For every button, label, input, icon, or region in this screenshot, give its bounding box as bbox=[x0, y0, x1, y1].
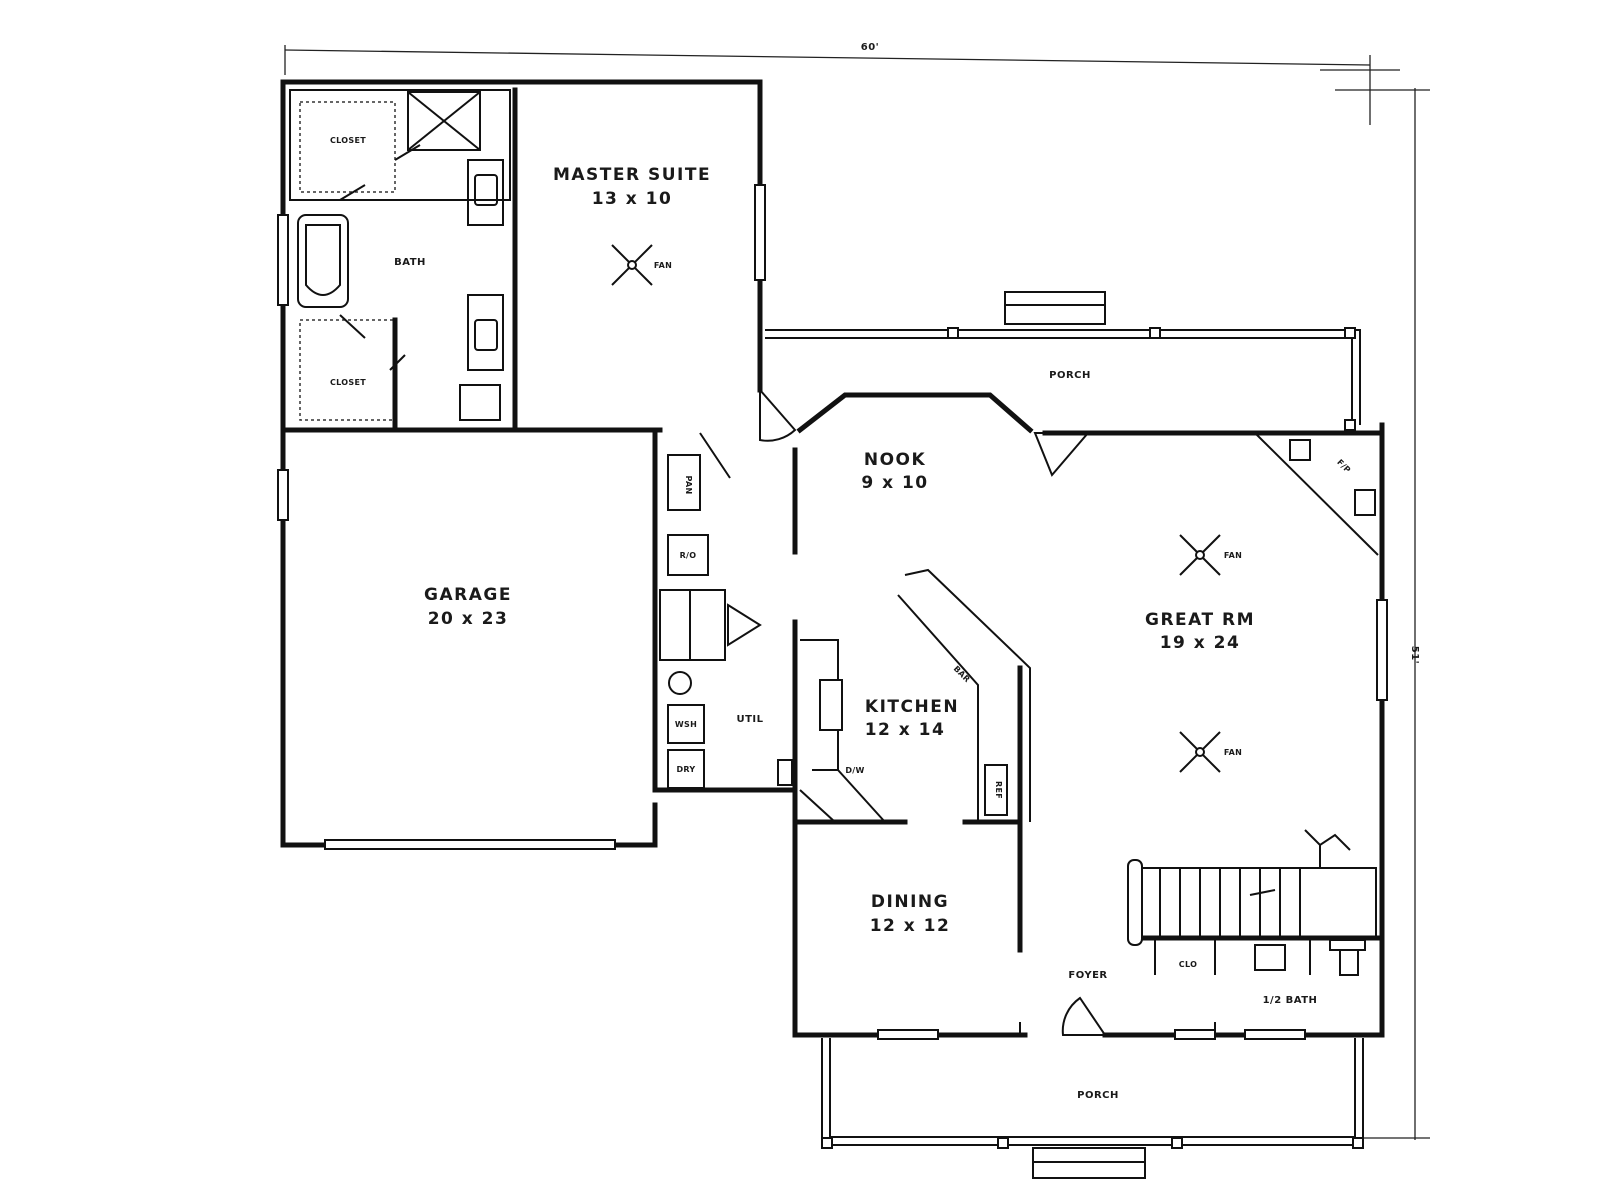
toilet bbox=[459, 384, 501, 421]
dishwasher-label: D/W bbox=[845, 766, 864, 775]
fan-label-great-1: FAN bbox=[1224, 551, 1242, 560]
util-label: UTIL bbox=[736, 714, 763, 725]
great-rm-label: GREAT RM bbox=[1145, 610, 1255, 630]
nook-label: NOOK bbox=[864, 450, 926, 470]
fireplace-label: F/P bbox=[1335, 458, 1352, 475]
door-swing-master bbox=[759, 387, 797, 442]
dimension-depth: 51' bbox=[1335, 88, 1430, 1140]
foyer-label: FOYER bbox=[1068, 970, 1107, 981]
bathtub bbox=[297, 214, 349, 308]
ceiling-fan-icon-great-2 bbox=[1179, 731, 1221, 773]
porch-back bbox=[765, 291, 1361, 431]
kitchen-size: 12 x 14 bbox=[865, 720, 946, 740]
vanity-top bbox=[467, 159, 504, 226]
dry-label: DRY bbox=[676, 765, 695, 774]
half-bath-label: 1/2 BATH bbox=[1263, 995, 1318, 1006]
porch-front bbox=[821, 1038, 1364, 1179]
fireplace bbox=[1254, 432, 1379, 556]
windows bbox=[277, 184, 1388, 1040]
closet-top-label: CLOSET bbox=[330, 136, 366, 145]
staircase bbox=[1127, 829, 1377, 946]
pantry-label: PAN bbox=[684, 476, 693, 495]
wash-label: WSH bbox=[675, 720, 697, 729]
bar-label: BAR bbox=[952, 664, 972, 684]
master-bath-fixtures bbox=[289, 89, 511, 433]
kitchen-label: KITCHEN bbox=[865, 697, 959, 717]
fan-label-master: FAN bbox=[654, 261, 672, 270]
garage-size: 20 x 23 bbox=[428, 609, 509, 629]
refrigerator-label: REF bbox=[994, 781, 1003, 799]
kitchen-counters bbox=[799, 568, 1031, 823]
closet-small-label: CLO bbox=[1179, 960, 1197, 969]
shower-stall bbox=[407, 91, 481, 151]
great-rm-size: 19 x 24 bbox=[1160, 633, 1241, 653]
ceiling-fan-icon-great-1 bbox=[1179, 534, 1221, 576]
hall-fixtures bbox=[659, 432, 793, 789]
door-swing-back bbox=[1033, 432, 1091, 477]
closet-bottom-label: CLOSET bbox=[330, 378, 366, 387]
master-suite-label: MASTER SUITE bbox=[553, 165, 711, 185]
bath-label: BATH bbox=[394, 257, 426, 268]
oven-label: R/O bbox=[680, 551, 697, 560]
ceiling-fan-icon bbox=[611, 244, 653, 286]
half-bath-fixtures bbox=[1142, 935, 1385, 976]
door-swing-front bbox=[1061, 996, 1107, 1036]
dining-size: 12 x 12 bbox=[870, 916, 951, 936]
fan-label-great-2: FAN bbox=[1224, 748, 1242, 757]
nook-size: 9 x 10 bbox=[861, 473, 928, 493]
vanity-bottom bbox=[467, 294, 504, 371]
porch-front-label: PORCH bbox=[1077, 1090, 1119, 1101]
dimension-width-label: 60' bbox=[861, 42, 879, 53]
walls bbox=[280, 79, 1385, 1038]
porch-back-label: PORCH bbox=[1049, 370, 1091, 381]
dimension-depth-label: 51' bbox=[1409, 646, 1420, 664]
dining-label: DINING bbox=[871, 892, 949, 912]
garage-label: GARAGE bbox=[424, 585, 512, 605]
master-suite-size: 13 x 10 bbox=[592, 189, 673, 209]
